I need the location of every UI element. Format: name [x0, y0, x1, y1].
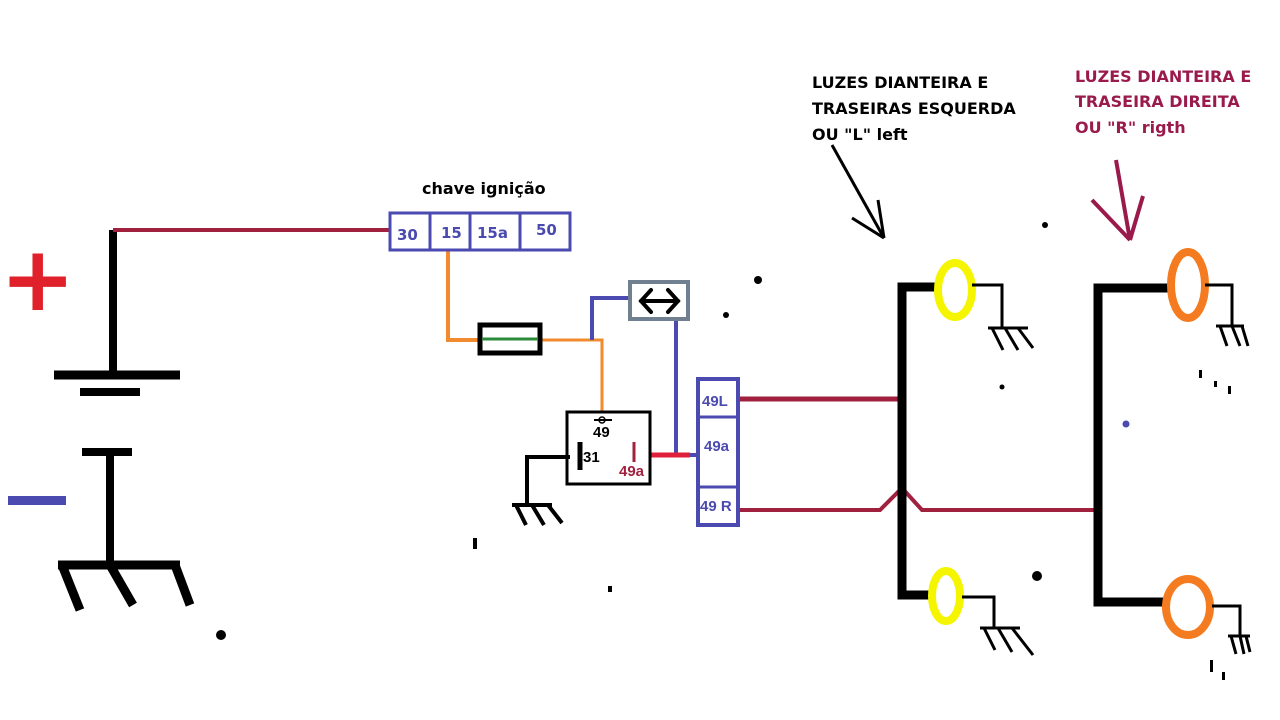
ignition-to-fuse-wire — [446, 250, 482, 342]
ignition-terminal-30: 30 — [397, 226, 418, 244]
turn-switch-terminals: 49L 49a 49 R — [696, 377, 740, 527]
relay-pin-49: 49 — [593, 424, 610, 441]
fuse-to-switch-wire — [590, 296, 632, 340]
ignition-title: chave ignição — [422, 179, 546, 198]
ignition-terminal-50: 50 — [536, 221, 557, 239]
ignition-terminal-15a: 15a — [477, 224, 508, 242]
battery-ground-symbol — [57, 560, 195, 612]
flasher-relay: 49 31 49a — [565, 410, 652, 486]
left-front-lamp-icon — [934, 259, 976, 321]
right-rear-ground-symbol — [1212, 604, 1252, 655]
left-lights-label: LUZES DIANTEIRA E TRASEIRAS ESQUERDA OU … — [812, 73, 1021, 144]
relay-pin-31: 31 — [583, 449, 600, 466]
fuse — [477, 322, 543, 356]
left-arrow-icon — [830, 144, 886, 240]
49r-to-right-lights-wire — [738, 485, 1098, 512]
battery: + — [0, 227, 195, 612]
right-rear-lamp-icon — [1162, 575, 1214, 639]
ignition-switch: 30 15 15a 50 — [388, 211, 572, 252]
ignition-terminal-15: 15 — [441, 224, 462, 242]
stray-dots — [216, 222, 1231, 680]
left-front-ground-symbol — [972, 283, 1035, 351]
minus-sign — [8, 496, 66, 505]
relay-ground-symbol — [512, 455, 570, 527]
plus-sign: + — [0, 227, 75, 332]
terminal-49a: 49a — [704, 438, 730, 455]
right-lights-bus — [1093, 283, 1170, 607]
terminal-49l: 49L — [702, 393, 728, 410]
double-arrow-icon — [638, 288, 681, 314]
left-rear-ground-symbol — [962, 595, 1035, 656]
right-lights-label: LUZES DIANTEIRA E TRASEIRA DIREITA OU "R… — [1075, 67, 1257, 137]
direction-switch — [628, 280, 690, 321]
right-arrow-icon — [1090, 159, 1145, 242]
right-front-ground-symbol — [1205, 283, 1250, 347]
left-rear-lamp-icon — [928, 567, 964, 625]
left-lights-bus — [897, 282, 935, 600]
terminal-49r: 49 R — [700, 498, 732, 515]
right-front-lamp-icon — [1167, 248, 1209, 322]
fuse-to-relay-wire — [540, 338, 604, 420]
relay-pin-49a: 49a — [619, 463, 645, 480]
